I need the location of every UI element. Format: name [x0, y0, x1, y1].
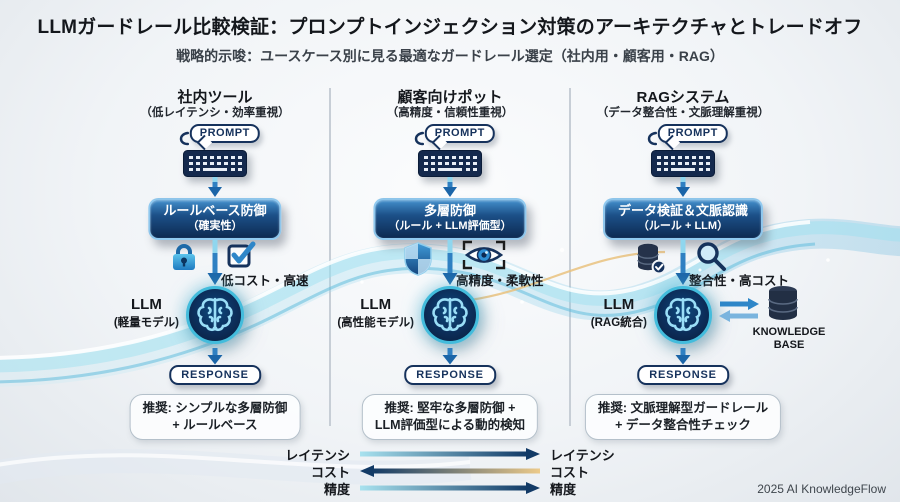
prompt-bubble: PROMPT [647, 124, 728, 146]
recommendation-line2: LLM評価型による動的検知 [374, 417, 526, 432]
recommendation-line1: 推奨: 文脈理解型ガードレール [597, 401, 769, 415]
defense-subtitle: （確実性） [187, 219, 243, 232]
page-subtitle: 戦略的示唆：ユースケース別に見る最適なガードレール選定（社内用・顧客用・RAG） [176, 48, 724, 64]
prompt-input-group: PROMPT [95, 124, 335, 178]
brain-icon [654, 286, 712, 344]
prompt-bubble: PROMPT [414, 124, 495, 146]
column-rag-system: RAGシステム （データ整合性・文脈理解重視） PROMPT データ検証＆文脈認… [563, 86, 825, 440]
legend-label-right: 精度 [550, 481, 577, 497]
legend-label-left: 精度 [323, 481, 350, 497]
response-badge: RESPONSE [169, 365, 261, 385]
legend-arrow-left-icon [360, 465, 540, 477]
llm-row: LLM (高性能モデル) [330, 284, 570, 350]
column-header: 社内ツール [177, 89, 253, 106]
recommendation-box: 推奨: 堅牢な多層防御 + LLM評価型による動的検知 [361, 394, 539, 440]
column-subheader: （低レイテンシ・効率重視） [140, 107, 290, 119]
checkbox-icon [227, 241, 256, 268]
recommendation-box: 推奨: シンプルな多層防御 + ルールベース [129, 394, 301, 440]
defense-subtitle: （ルール + LLM評価型） [388, 219, 512, 232]
prompt-input-group: PROMPT [563, 124, 803, 178]
tradeoff-legend: レイテンシ レイテンシ コスト コスト 精度 精度 [268, 446, 632, 497]
flow-arrow-icon [207, 348, 223, 365]
defense-box: データ検証＆文脈認識 （ルール + LLM） [602, 198, 764, 240]
shield-icon [404, 242, 432, 276]
magnifier-icon [697, 242, 726, 271]
llm-label: LLM (軽量モデル) [113, 296, 179, 329]
legend-row: レイテンシ レイテンシ [268, 446, 632, 463]
recommendation-line1: 推奨: 堅牢な多層防御 + [384, 401, 516, 415]
column-subheader: （データ整合性・文脈理解重視） [596, 107, 770, 119]
legend-label-right: レイテンシ [550, 447, 615, 463]
brain-icon [421, 286, 479, 344]
defense-detail-row: 低コスト・高速 [95, 240, 335, 288]
response-badge: RESPONSE [404, 365, 496, 385]
flow-arrow-icon [675, 348, 691, 365]
flow-arrow-icon [676, 177, 690, 197]
recommendation-line1: 推奨: シンプルな多層防御 [142, 401, 288, 415]
llm-row: LLM (RAG統合) [563, 284, 825, 351]
legend-arrow-right-icon [360, 448, 540, 460]
page-title: LLMガードレール比較検証：プロンプトインジェクション対策のアーキテクチャとトレ… [37, 17, 863, 38]
prompt-label: PROMPT [667, 127, 718, 139]
exchange-arrows-icon [719, 298, 759, 322]
llm-label: LLM (RAG統合) [590, 296, 647, 329]
knowledge-base-icon [768, 286, 798, 320]
defense-detail-row: 高精度・柔軟性 [330, 240, 570, 288]
legend-row: 精度 精度 [268, 480, 632, 497]
keyboard-icon [651, 150, 715, 177]
lock-icon [173, 244, 195, 270]
flow-arrow-icon [442, 348, 458, 365]
flow-arrow-icon [443, 177, 457, 197]
llm-row: LLM (軽量モデル) [95, 284, 335, 350]
database-check-icon [637, 243, 667, 275]
column-internal-tools: 社内ツール （低レイテンシ・効率重視） PROMPT ルールベース防御 （確実性… [95, 86, 335, 440]
recommendation-line2: + データ整合性チェック [615, 417, 751, 432]
brain-icon [186, 286, 244, 344]
response-badge: RESPONSE [637, 365, 729, 385]
prompt-label: PROMPT [199, 127, 250, 139]
prompt-bubble: PROMPT [179, 124, 260, 146]
speech-curl-icon [647, 131, 658, 146]
column-header: 顧客向けポット [397, 89, 503, 106]
defense-title: データ検証＆文脈認識 [617, 203, 749, 218]
defense-box: 多層防御 （ルール + LLM評価型） [373, 198, 527, 240]
column-header: RAGシステム [636, 89, 730, 106]
speech-curl-icon [414, 131, 425, 146]
legend-row: コスト コスト [268, 463, 632, 480]
knowledge-base-label: KNOWLEDGE BASE [752, 326, 826, 352]
defense-title: 多層防御 [423, 203, 477, 218]
prompt-label: PROMPT [434, 127, 485, 139]
eye-scan-icon [462, 240, 506, 270]
column-subheader: （高精度・信頼性重視） [386, 107, 514, 119]
defense-detail-row: 整合性・高コスト [563, 240, 803, 288]
legend-label-right: コスト [550, 464, 590, 480]
llm-label: LLM (高性能モデル) [337, 296, 414, 329]
legend-arrow-right-icon [360, 482, 540, 494]
defense-box: ルールベース防御 （確実性） [148, 198, 282, 240]
keyboard-icon [183, 150, 247, 177]
recommendation-line2: + ルールベース [172, 417, 258, 432]
keyboard-icon [418, 150, 482, 177]
footer-credit: 2025 AI KnowledgeFlow [757, 482, 886, 496]
prompt-input-group: PROMPT [330, 124, 570, 178]
column-customer-bot: 顧客向けポット （高精度・信頼性重視） PROMPT 多層防御 （ルール + L… [330, 86, 570, 440]
defense-title: ルールベース防御 [163, 203, 267, 218]
recommendation-box: 推奨: 文脈理解型ガードレール + データ整合性チェック [584, 394, 782, 440]
flow-arrow-icon [208, 177, 222, 197]
defense-subtitle: （ルール + LLM） [637, 219, 729, 232]
speech-curl-icon [179, 131, 190, 146]
